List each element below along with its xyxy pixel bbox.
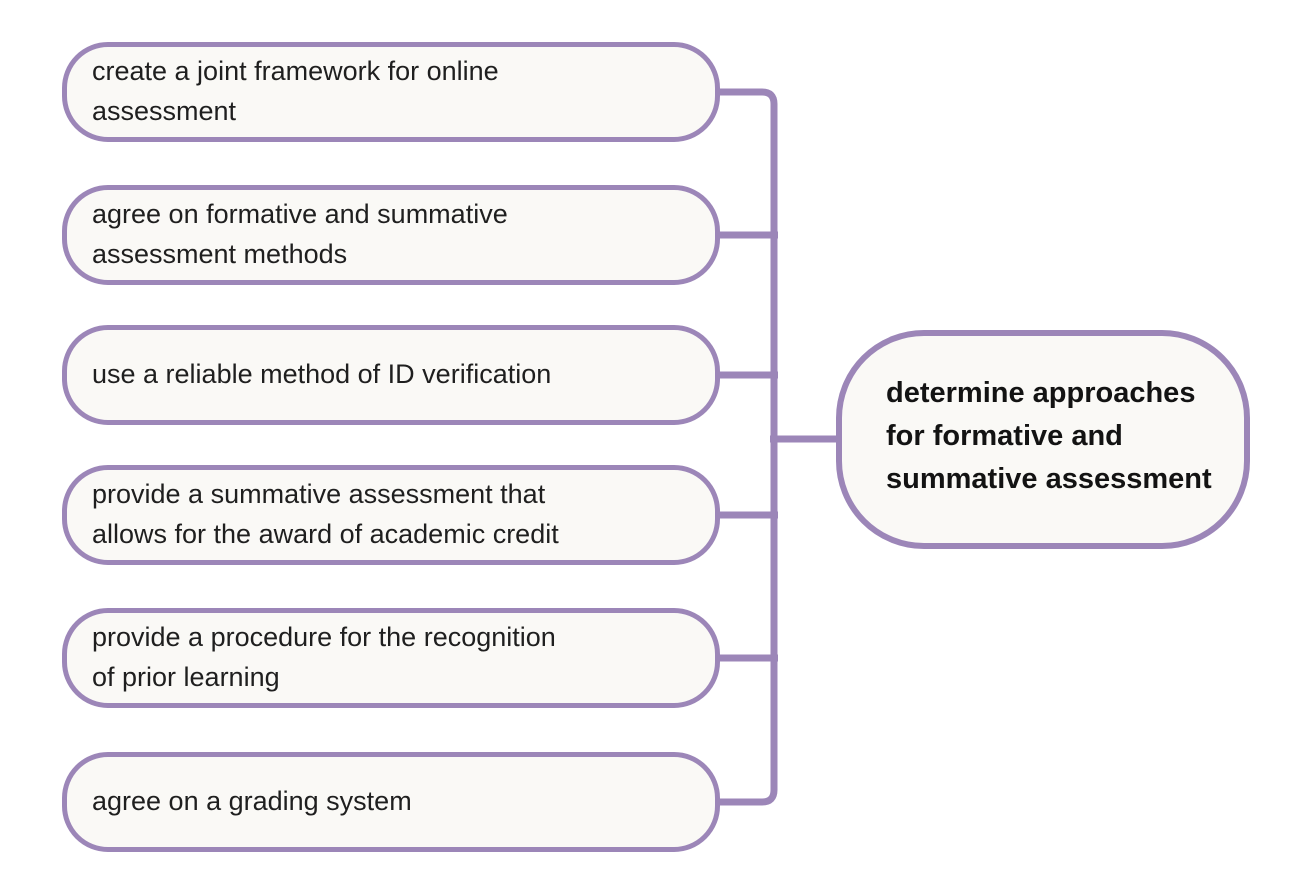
- sub-node-academic-credit: provide a summative assessment that allo…: [62, 465, 720, 565]
- sub-node-label: create a joint framework for online asse…: [92, 56, 499, 126]
- sub-node-prior-learning: provide a procedure for the recognition …: [62, 608, 720, 708]
- main-node-label: determine approaches for formative and s…: [886, 377, 1212, 495]
- sub-node-label: use a reliable method of ID verification: [92, 359, 552, 389]
- sub-node-label: provide a summative assessment that allo…: [92, 479, 559, 549]
- spine-line: [710, 88, 778, 806]
- main-node-determine-approaches: determine approaches for formative and s…: [836, 330, 1250, 549]
- sub-node-id-verification: use a reliable method of ID verification: [62, 325, 720, 425]
- sub-node-assessment-methods: agree on formative and summative assessm…: [62, 185, 720, 285]
- sub-node-label: provide a procedure for the recognition …: [92, 622, 556, 692]
- sub-node-label: agree on a grading system: [92, 786, 412, 816]
- sub-node-label: agree on formative and summative assessm…: [92, 199, 508, 269]
- sub-node-grading-system: agree on a grading system: [62, 752, 720, 852]
- sub-node-joint-framework: create a joint framework for online asse…: [62, 42, 720, 142]
